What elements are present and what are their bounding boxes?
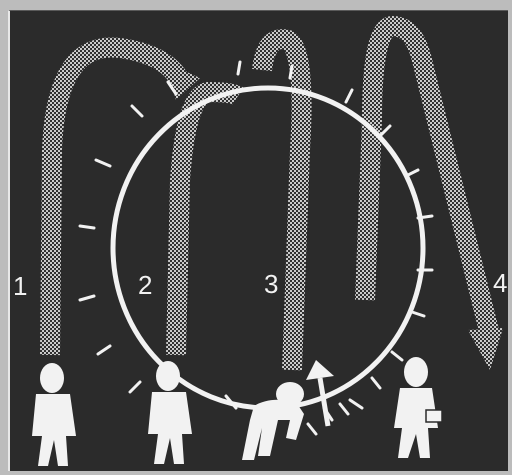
path-2: [176, 92, 238, 355]
path-4: [365, 26, 503, 370]
person-3: [242, 382, 304, 460]
person-1: [32, 363, 76, 466]
label-2: 2: [138, 272, 152, 298]
person-4: [394, 357, 442, 458]
label-1: 1: [13, 273, 27, 299]
label-4: 4: [493, 270, 507, 296]
briefcase-icon: [426, 410, 442, 422]
path-4-arrowhead: [468, 328, 503, 370]
person-2: [148, 361, 192, 464]
label-3: 3: [264, 271, 278, 297]
